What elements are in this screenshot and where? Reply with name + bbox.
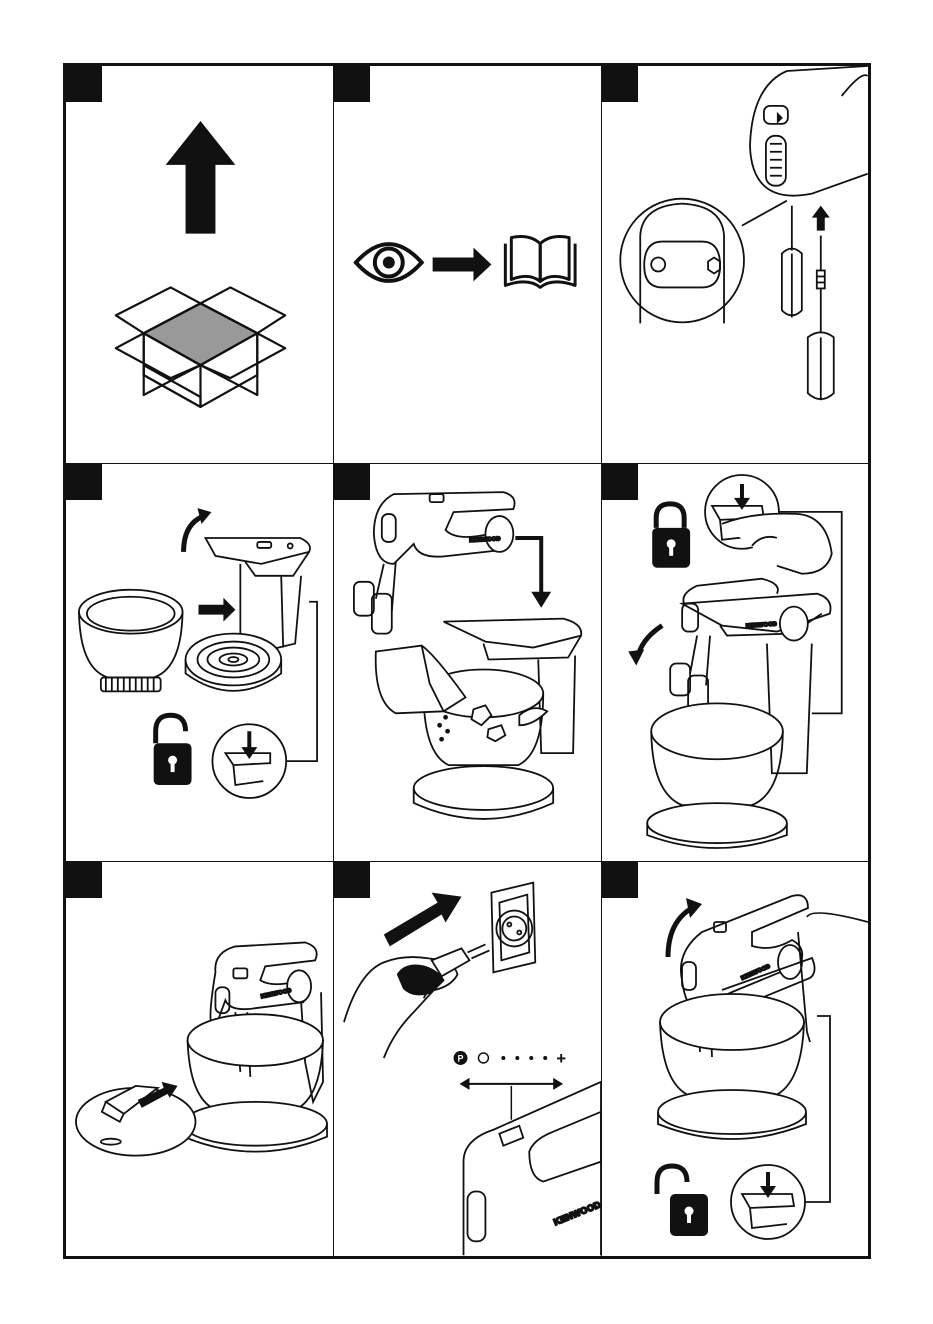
lock-mixer-illustration: KENWOOD [602,464,868,861]
stand-head [205,538,310,650]
read-manual-illustration [334,66,601,463]
panel-unpack [66,66,334,464]
mixer-closeup: KENWOOD [464,1082,601,1255]
panel-insert-beaters [602,66,868,464]
wall-socket-icon [491,883,535,973]
beater-right-icon [808,236,834,401]
add-ingredients-illustration: KENWOOD [334,464,601,861]
panel-unlock-tilt: KENWOOD [602,862,868,1256]
open-box-icon [116,287,285,407]
panel-read-instructions [334,66,602,464]
stand-with-bowl [414,619,582,819]
flour-bag-icon [376,646,466,741]
attach-arrow-icon [199,598,236,622]
release-button-zoom [212,602,317,798]
off-indicator [478,1053,488,1063]
up-arrow-icon [166,121,236,234]
right-arrow-icon [433,248,492,282]
stand-base [186,634,282,691]
assemble-stand-illustration [66,464,333,861]
fit-lid-illustration: KENWOOD [66,862,333,1256]
unlock-icon [657,1166,708,1236]
plug-in-illustration: P + KENWOOD [334,862,601,1256]
panel-add-ingredients: KENWOOD [334,464,602,862]
unpack-box-illustration [66,66,333,463]
lock-icon [652,504,690,568]
bowl-icon [79,590,183,692]
pulse-label: P [458,1053,464,1063]
tilted-mixer-stand: KENWOOD [658,895,868,1139]
panel-fit-lid: KENWOOD [66,862,334,1256]
rotate-arrow-icon [184,516,204,552]
lock-button-zoom [705,475,842,713]
pouring-shield-icon [76,1086,196,1156]
hand-plug-icon [344,944,489,1058]
insert-beaters-illustration [602,66,868,463]
unlock-icon [154,715,192,785]
hand-mixer: KENWOOD [354,492,515,633]
unlock-tilt-illustration: KENWOOD [602,862,868,1256]
beater-left-icon [782,206,802,318]
panel-plug-in-speed: P + KENWOOD [334,862,602,1256]
beater-socket-zoom [620,199,787,324]
lower-arrow-icon [515,538,541,596]
panel-lock-mixer: KENWOOD [602,464,868,862]
mixer-on-stand: KENWOOD [184,942,327,1151]
eye-icon [356,244,422,281]
plug-in-arrow-icon [384,893,462,947]
max-speed-label: + [556,1049,566,1068]
panel-assemble-stand [66,464,334,862]
insert-up-arrow-icon [812,206,830,231]
open-book-icon [505,236,575,287]
instruction-grid: KENWOOD [63,63,871,1259]
